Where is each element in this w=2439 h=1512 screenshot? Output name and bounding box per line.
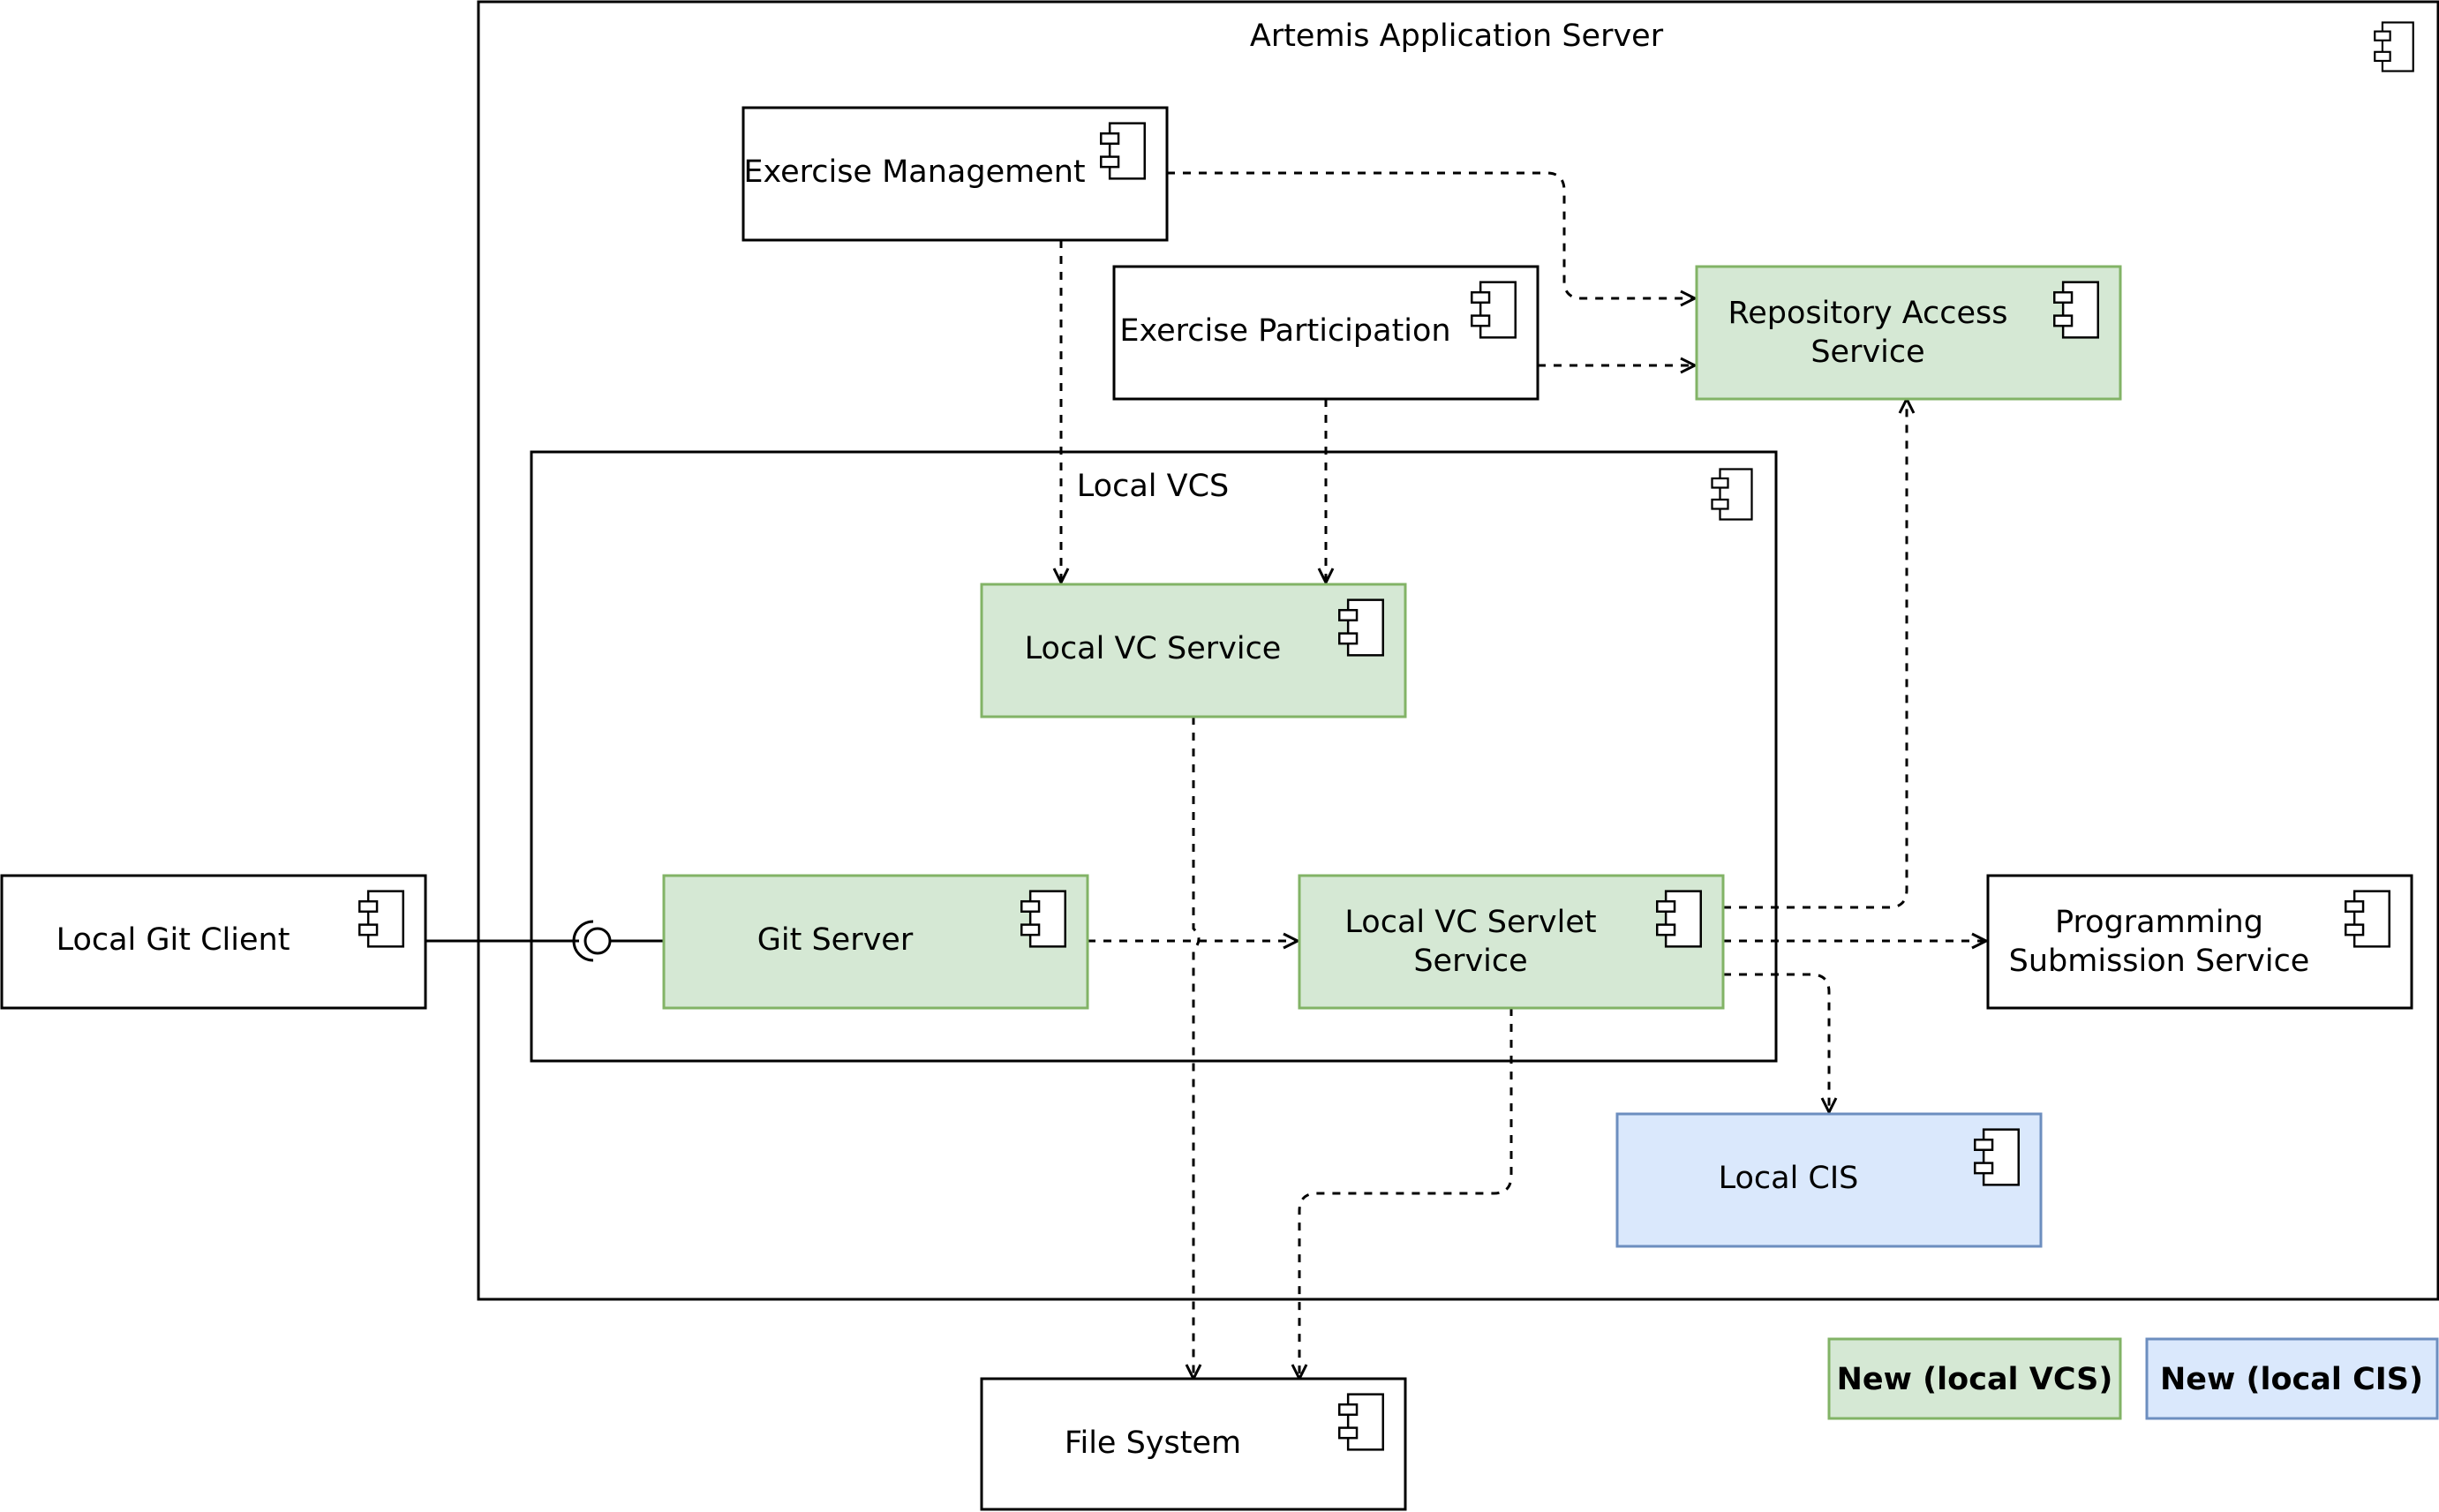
exercise-management-label: Exercise Management bbox=[743, 154, 1085, 190]
legend-new-local-cis-label: New (local CIS) bbox=[2160, 1362, 2423, 1397]
exercise-participation-label: Exercise Participation bbox=[1119, 313, 1450, 349]
submission-label-line1: Programming bbox=[2055, 905, 2263, 940]
local-vc-service-label: Local VC Service bbox=[1025, 631, 1282, 666]
edge-servlet-to-local-cis bbox=[1723, 973, 1838, 1116]
servlet-label-line2: Service bbox=[1413, 944, 1527, 979]
local-vc-servlet-service-component[interactable]: Local VC Servlet Service bbox=[1298, 874, 1725, 1010]
git-interface-connector bbox=[425, 920, 664, 962]
edge-management-to-repo-access bbox=[1167, 171, 1698, 307]
repository-access-service-component[interactable]: Repository Access Service bbox=[1695, 265, 2122, 401]
repository-access-label-line1: Repository Access bbox=[1728, 296, 2007, 331]
required-interface-socket bbox=[572, 920, 594, 962]
legend-new-local-vcs-label: New (local VCS) bbox=[1837, 1362, 2113, 1397]
repository-access-label-line2: Service bbox=[1810, 335, 1924, 370]
provided-interface-ball bbox=[583, 927, 612, 955]
legend-new-local-cis: New (local CIS) bbox=[2145, 1337, 2439, 1420]
file-system-label: File System bbox=[1065, 1425, 1241, 1461]
legend-new-local-vcs: New (local VCS) bbox=[1827, 1337, 2122, 1420]
local-git-client-component[interactable]: Local Git Client bbox=[0, 874, 427, 1010]
programming-submission-service-component[interactable]: Programming Submission Service bbox=[1986, 874, 2413, 1010]
legend: New (local VCS) New (local CIS) bbox=[1827, 1337, 2439, 1420]
local-git-client-label: Local Git Client bbox=[56, 922, 290, 958]
file-system-component[interactable]: File System bbox=[980, 1377, 1407, 1511]
edge-servlet-to-file-system bbox=[1291, 1008, 1513, 1382]
submission-label-line2: Submission Service bbox=[2009, 944, 2310, 979]
dependency-edges bbox=[1052, 171, 1990, 1382]
local-cis-component[interactable]: Local CIS bbox=[1615, 1112, 2043, 1248]
local-vc-service-component[interactable]: Local VC Service bbox=[980, 583, 1407, 718]
exercise-participation-component[interactable]: Exercise Participation bbox=[1112, 265, 1539, 401]
local-vcs-label: Local VCS bbox=[1077, 469, 1229, 504]
artemis-server-label: Artemis Application Server bbox=[1250, 19, 1664, 54]
git-server-component[interactable]: Git Server bbox=[662, 874, 1089, 1010]
local-cis-label: Local CIS bbox=[1719, 1161, 1859, 1196]
servlet-label-line1: Local VC Servlet bbox=[1344, 905, 1596, 940]
edge-servlet-to-repo-access bbox=[1723, 395, 1916, 909]
edge-local-vc-service-to-file-system bbox=[1185, 717, 1202, 1382]
git-server-label: Git Server bbox=[757, 922, 914, 958]
exercise-management-component[interactable]: Exercise Management bbox=[741, 106, 1169, 242]
